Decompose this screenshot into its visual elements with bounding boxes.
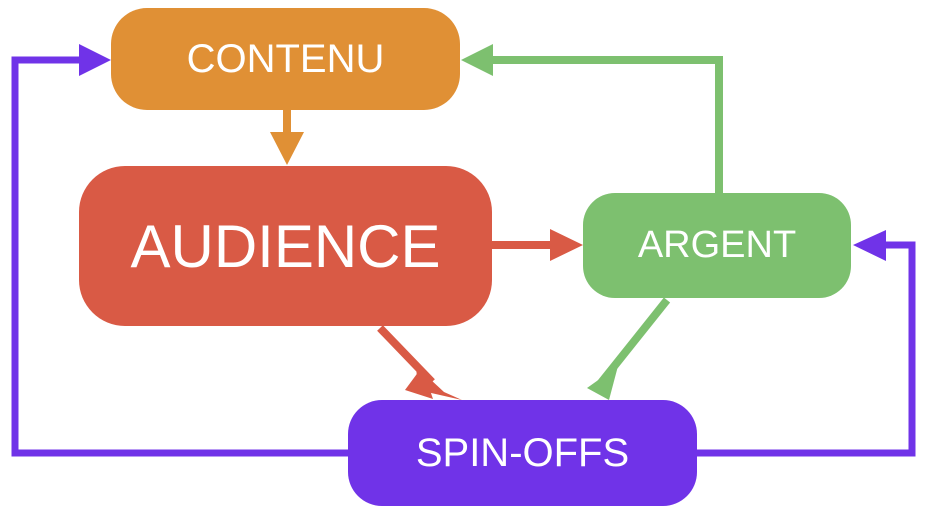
node-argent: ARGENT — [583, 193, 851, 298]
node-contenu-label: CONTENU — [186, 36, 385, 81]
edge-argent-to-contenu — [461, 44, 723, 193]
node-spinoffs: SPIN-OFFS — [348, 400, 697, 506]
edge-spinoffs-to-contenu — [11, 44, 348, 457]
edge-argent-to-spinoffs — [587, 297, 671, 400]
edge-contenu-to-audience — [270, 110, 304, 165]
edge-spinoffs-to-argent — [697, 230, 916, 457]
node-audience: AUDIENCE — [79, 166, 492, 326]
node-contenu: CONTENU — [111, 8, 460, 110]
node-spinoffs-label: SPIN-OFFS — [415, 430, 630, 475]
node-audience-label: AUDIENCE — [130, 212, 441, 280]
edge-audience-to-argent — [492, 229, 583, 261]
edge-audience-to-spinoffs — [377, 325, 462, 400]
node-argent-label: ARGENT — [637, 224, 797, 266]
